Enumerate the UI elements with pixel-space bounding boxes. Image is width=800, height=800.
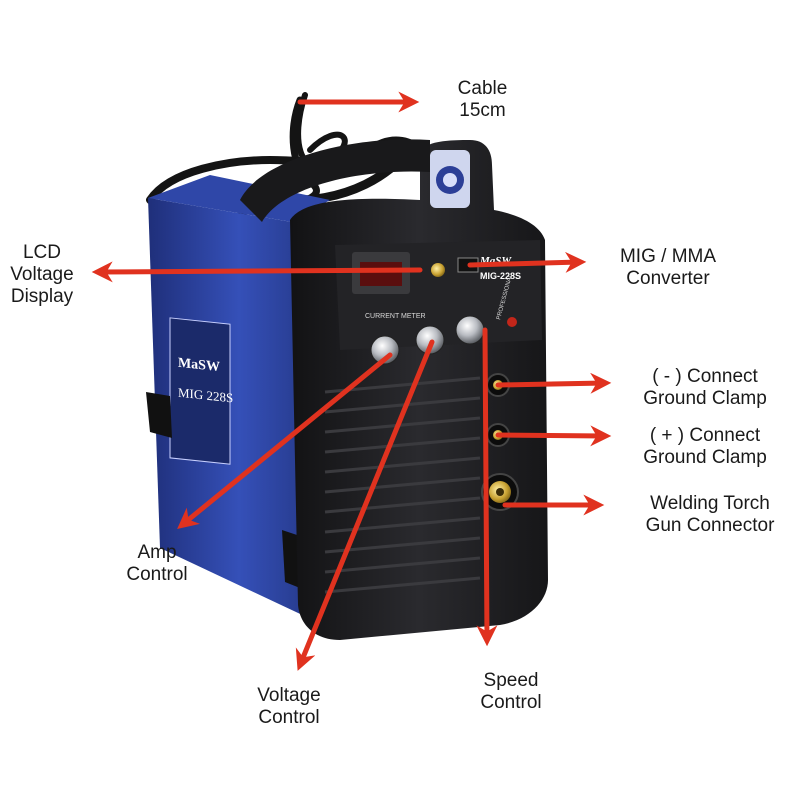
meter-caption: CURRENT METER [365,313,426,320]
label-voltage-control: Voltage Control [257,685,321,728]
welder-front-panel: MaSW MIG-228S CURRENT METER PROFESSIONAL [240,139,548,640]
label-amp-control: Amp Control [126,542,188,585]
arrow-voltage [295,339,435,671]
arrow-neg-clamp [495,372,612,394]
label-lcd-voltage-display: LCD Voltage Display [10,242,74,307]
annotation-arrows [91,91,612,671]
label-speed-control: Speed Control [480,670,542,713]
arrow-converter [467,251,587,273]
arrow-pos-clamp [495,425,612,447]
voltage-knob[interactable] [415,325,445,355]
arrow-lcd [91,261,423,283]
front-model-label: MIG-228S [480,271,521,281]
label-positive-ground-clamp: ( + ) Connect Ground Clamp [643,425,767,468]
gas-fitting [431,263,445,277]
arrow-amp [177,352,393,529]
speed-knob[interactable] [455,315,485,345]
label-mig-mma-converter: MIG / MMA Converter [619,246,717,289]
side-brand-logo: MaSW [178,355,220,375]
label-negative-ground-clamp: ( - ) Connect Ground Clamp [643,366,767,409]
indicator-light [507,317,517,327]
arrow-speed [476,327,498,647]
side-model-label: MIG 228S [178,385,233,406]
vent-grille [324,376,481,594]
label-welding-torch-connector: Welding Torch Gun Connector [645,493,775,536]
label-cable: Cable 15cm [457,78,508,121]
amp-knob[interactable] [370,335,400,365]
